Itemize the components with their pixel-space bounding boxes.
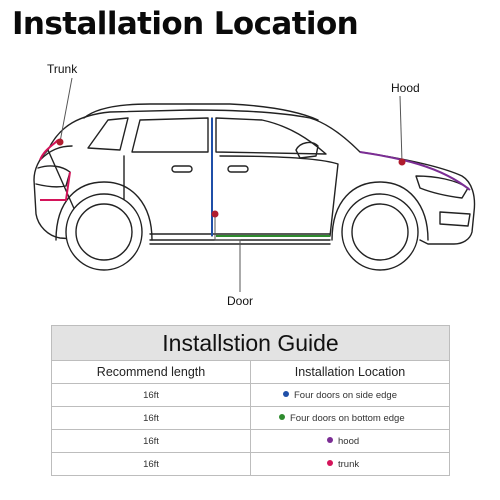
location-cell: hood <box>250 429 450 453</box>
door-callout: Door <box>227 294 254 308</box>
table-row: 16ft hood <box>51 429 450 453</box>
length-cell: 16ft <box>51 429 251 453</box>
trunk-callout: Trunk <box>47 62 78 76</box>
installation-guide-table: Installstion Guide Recommend length Inst… <box>51 325 450 476</box>
blue-dot-icon <box>283 390 289 397</box>
hood-callout: Hood <box>391 81 420 95</box>
location-label: hood <box>338 435 360 447</box>
car-illustration <box>33 77 476 292</box>
location-cell: Four doors on side edge <box>250 383 450 407</box>
table-row: 16ft trunk <box>51 452 450 476</box>
page-title: Installation Location <box>12 6 359 42</box>
length-cell: 16ft <box>51 383 251 407</box>
location-cell: Four doors on bottom edge <box>250 406 450 430</box>
location-cell: trunk <box>250 452 450 476</box>
trunk-marker <box>56 138 64 146</box>
column-header-length: Recommend length <box>51 360 251 384</box>
location-label: Four doors on side edge <box>294 389 397 401</box>
guide-heading: Installstion Guide <box>51 325 450 361</box>
door-marker <box>211 210 219 218</box>
length-cell: 16ft <box>51 406 251 430</box>
location-label: trunk <box>338 458 360 470</box>
location-label: Four doors on bottom edge <box>290 412 405 424</box>
table-row: 16ft Four doors on bottom edge <box>51 406 450 430</box>
hood-marker <box>398 158 406 166</box>
pink-dot-icon <box>327 459 333 466</box>
purple-dot-icon <box>327 436 333 443</box>
table-row: 16ft Four doors on side edge <box>51 383 450 407</box>
length-cell: 16ft <box>51 452 251 476</box>
green-dot-icon <box>279 413 285 420</box>
column-header-location: Installation Location <box>250 360 450 384</box>
